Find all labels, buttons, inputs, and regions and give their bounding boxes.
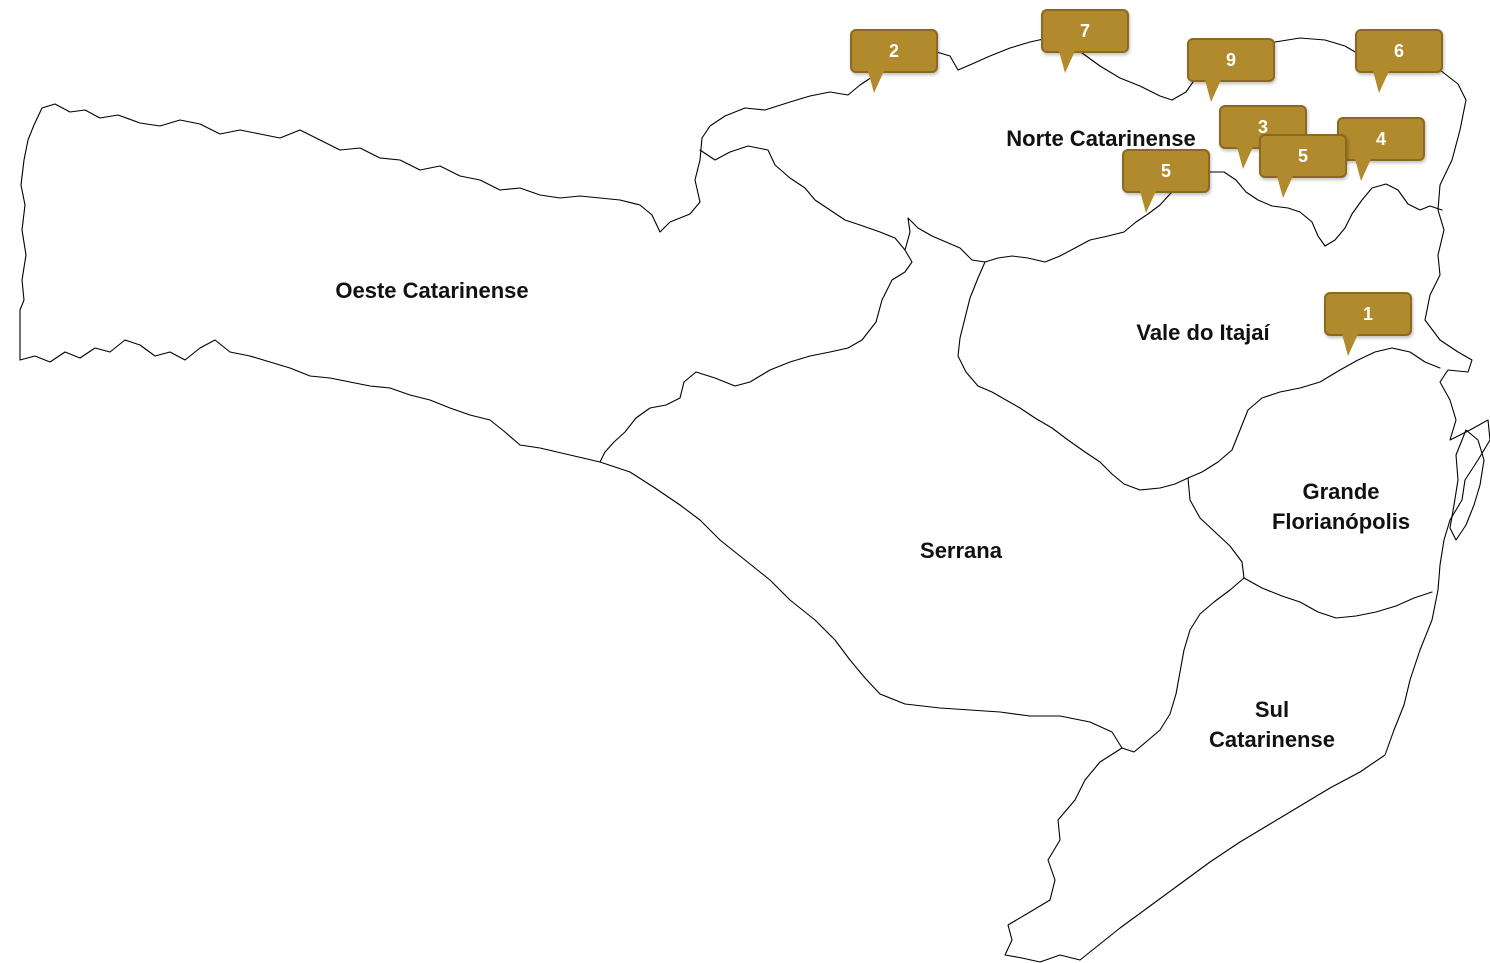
border-vale-grande [1187, 347, 1441, 479]
map-marker-5-west[interactable]: 5 [1122, 149, 1210, 213]
marker-pointer [1342, 334, 1358, 356]
region-label-vale: Vale do Itajaí [1136, 320, 1270, 345]
border-serrana-sul [1121, 577, 1245, 753]
map-marker-4[interactable]: 4 [1337, 117, 1425, 181]
marker-label: 6 [1355, 29, 1443, 73]
marker-label: 9 [1187, 38, 1275, 82]
marker-label: 5 [1122, 149, 1210, 193]
marker-label: 1 [1324, 292, 1412, 336]
map-marker-5-east[interactable]: 5 [1259, 134, 1347, 198]
region-label-grande: Grande Florianópolis [1271, 479, 1411, 534]
border-grande-sul [1243, 577, 1433, 619]
marker-pointer [1355, 159, 1371, 181]
region-label-serrana: Serrana [920, 538, 1002, 563]
marker-pointer [1140, 191, 1156, 213]
marker-pointer [1059, 51, 1075, 73]
border-serrana-grande [1187, 477, 1245, 579]
state-outline [19, 37, 1490, 963]
marker-pointer [868, 71, 884, 93]
map-marker-9[interactable]: 9 [1187, 38, 1275, 102]
marker-pointer [1205, 80, 1221, 102]
island-outline [1449, 429, 1485, 541]
region-label-norte: Norte Catarinense [1006, 126, 1196, 151]
border-serrana-vale [957, 261, 1189, 491]
marker-label: 7 [1041, 9, 1129, 53]
marker-pointer [1373, 71, 1389, 93]
marker-label: 5 [1259, 134, 1347, 178]
marker-label: 2 [850, 29, 938, 73]
region-label-sul: Sul Catarinense [1209, 697, 1335, 752]
map-marker-7[interactable]: 7 [1041, 9, 1129, 73]
marker-pointer [1237, 147, 1253, 169]
map-marker-1[interactable]: 1 [1324, 292, 1412, 356]
border-oeste-serrana [599, 145, 913, 463]
map-marker-2[interactable]: 2 [850, 29, 938, 93]
map-marker-6[interactable]: 6 [1355, 29, 1443, 93]
marker-pointer [1277, 176, 1293, 198]
marker-label: 4 [1337, 117, 1425, 161]
region-label-oeste: Oeste Catarinense [335, 278, 529, 303]
